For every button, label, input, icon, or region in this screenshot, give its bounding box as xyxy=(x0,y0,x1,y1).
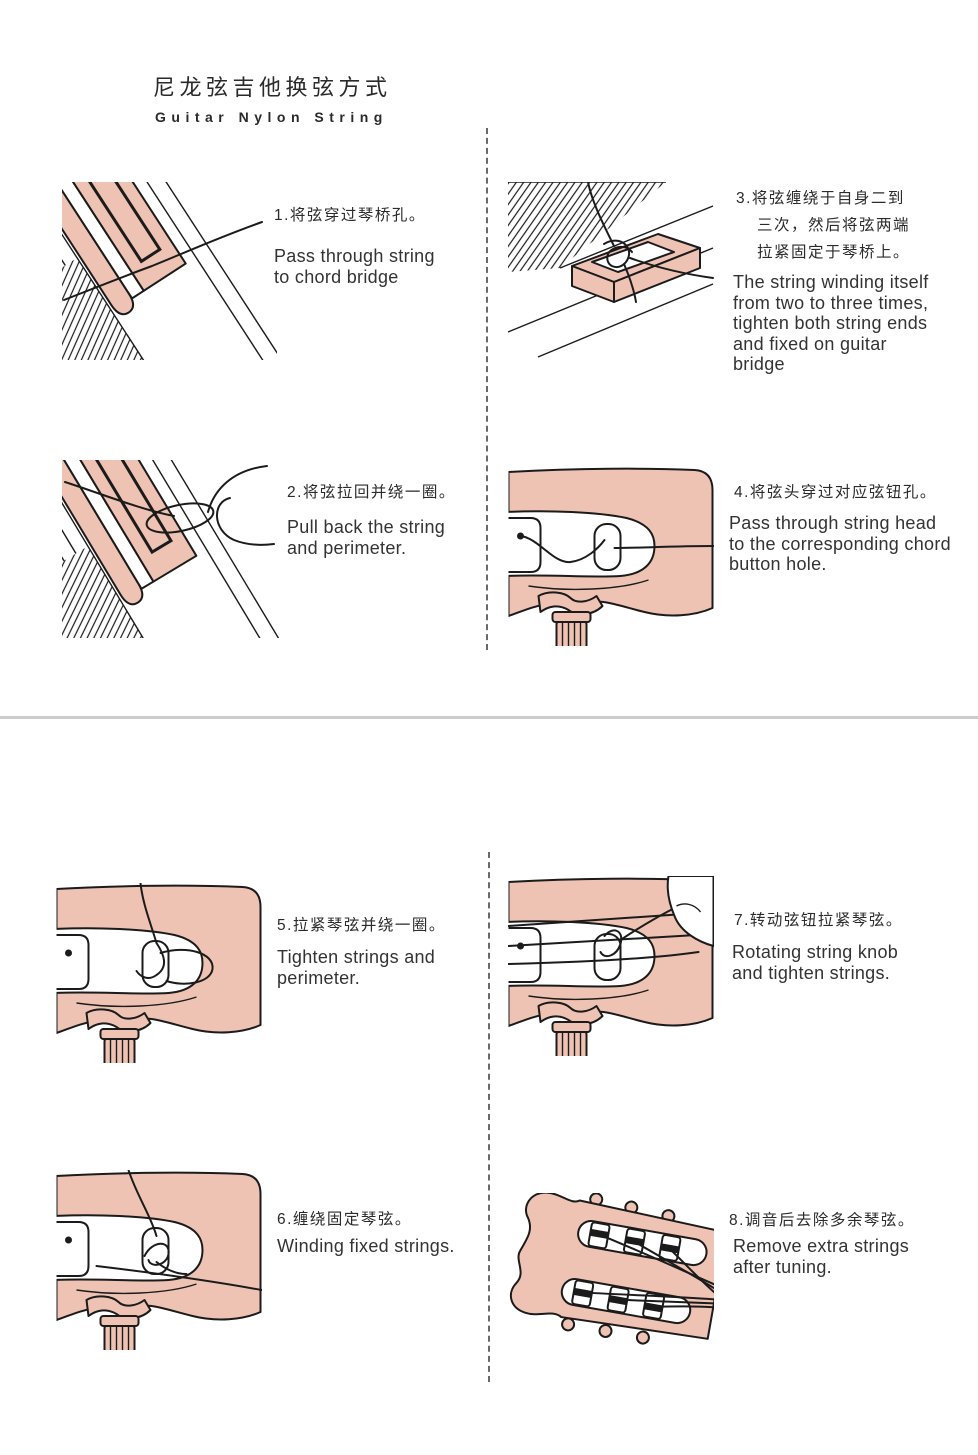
step-8-en-line: after tuning. xyxy=(733,1256,832,1277)
upper-column-separator xyxy=(486,128,488,650)
string-loop xyxy=(145,502,215,534)
step-5-en-line: Tighten strings and xyxy=(277,947,436,967)
step-1-en-line: Pass through string xyxy=(274,246,435,266)
step-4-en-line: Pass through string head xyxy=(729,513,937,533)
finger xyxy=(666,876,714,947)
step-4-zh: 4.将弦头穿过对应弦钮孔。 xyxy=(734,479,937,506)
step-7-zh: 7.转动弦钮拉紧琴弦。 xyxy=(734,907,903,934)
step-8-en: Remove extra strings after tuning. xyxy=(733,1236,909,1277)
step-4-en-line: to the corresponding chord xyxy=(729,533,951,554)
step-3-en-line: and fixed on guitar xyxy=(733,333,887,354)
step-3-zh-line: 拉紧固定于琴桥上。 xyxy=(757,244,911,261)
string-loop xyxy=(159,948,214,985)
step-5-en-line: perimeter. xyxy=(277,967,361,988)
step-5-en: Tighten strings and perimeter. xyxy=(277,947,435,988)
string xyxy=(139,883,158,944)
bridge-tie-block xyxy=(571,233,701,303)
step-2-en-line: Pull back the string xyxy=(287,517,446,537)
step-7-en: Rotating string knob and tighten strings… xyxy=(732,942,898,983)
bridge-knot-illustration xyxy=(508,182,714,358)
step-2-zh: 2.将弦拉回并绕一圈。 xyxy=(287,479,456,506)
step-8-en-line: Remove extra strings xyxy=(733,1236,910,1256)
string xyxy=(64,481,175,517)
step-6-en: Winding fixed strings. xyxy=(277,1236,455,1257)
step-4-en: Pass through string head to the correspo… xyxy=(729,513,951,575)
headstock-slot xyxy=(508,467,714,646)
step-4-en-line: button hole. xyxy=(729,554,827,574)
string-knot xyxy=(143,1242,170,1266)
bridge-illustration xyxy=(62,182,277,360)
step-5-zh-line: 5.拉紧琴弦并绕一圈。 xyxy=(277,917,446,934)
page-title-chinese: 尼龙弦吉他换弦方式 xyxy=(153,75,392,100)
step-3-en-line: The string winding itself xyxy=(733,272,929,292)
step-5-zh: 5.拉紧琴弦并绕一圈。 xyxy=(277,912,446,939)
string-knot xyxy=(599,929,623,958)
string-knot xyxy=(603,239,633,269)
step-7-en-line: Rotating string knob xyxy=(732,942,899,962)
step-3-zh-line: 三次，然后将弦两端 xyxy=(757,217,911,234)
bridge-tie-block xyxy=(62,182,187,292)
headstock-slot-illustration xyxy=(508,467,714,646)
step-8-zh: 8.调音后去除多余琴弦。 xyxy=(729,1207,915,1234)
headstock-loop-illustration xyxy=(56,883,262,1063)
step-3-en-line: tighten both string ends xyxy=(733,313,928,333)
step-3-zh: 3.将弦缠绕于自身二到 三次，然后将弦两端 拉紧固定于琴桥上。 xyxy=(736,185,910,266)
strings xyxy=(581,1233,714,1309)
step-2-en-line: and perimeter. xyxy=(287,537,407,558)
string xyxy=(519,535,606,564)
step-8-zh-line: 8.调音后去除多余琴弦。 xyxy=(729,1212,915,1229)
headstock-winding-illustration xyxy=(56,1170,262,1350)
step-7-en-line: and tighten strings. xyxy=(732,962,891,983)
section-divider xyxy=(0,716,978,719)
string xyxy=(127,1170,158,1237)
step-3-en-line: bridge xyxy=(733,354,785,374)
step-6-zh: 6.缠绕固定琴弦。 xyxy=(277,1206,412,1233)
step-1-zh: 1.将弦穿过琴桥孔。 xyxy=(274,202,426,229)
step-3-en-line: from two to three times, xyxy=(733,292,929,313)
step-6-en-line: Winding fixed strings. xyxy=(277,1236,455,1256)
step-2-en: Pull back the string and perimeter. xyxy=(287,517,445,558)
hatching xyxy=(508,182,666,272)
step-4-zh-line: 4.将弦头穿过对应弦钮孔。 xyxy=(734,484,937,501)
step-1-zh-line: 1.将弦穿过琴桥孔。 xyxy=(274,207,426,224)
step-1-en: Pass through string to chord bridge xyxy=(274,246,435,287)
headstock-slot xyxy=(56,1171,262,1350)
string xyxy=(63,221,263,301)
step-1-en-line: to chord bridge xyxy=(274,266,399,287)
bridge-loop-illustration xyxy=(62,460,282,638)
full-headstock-illustration xyxy=(509,1193,714,1345)
headstock-tightening-illustration xyxy=(508,876,714,1056)
page-title-english: Guitar Nylon String xyxy=(155,109,388,125)
lower-column-separator xyxy=(488,852,490,1382)
step-2-zh-line: 2.将弦拉回并绕一圈。 xyxy=(287,484,456,501)
step-6-zh-line: 6.缠绕固定琴弦。 xyxy=(277,1211,412,1228)
step-3-en: The string winding itself from two to th… xyxy=(733,272,929,375)
step-3-zh-line: 3.将弦缠绕于自身二到 xyxy=(736,190,905,207)
step-7-zh-line: 7.转动弦钮拉紧琴弦。 xyxy=(734,912,903,929)
